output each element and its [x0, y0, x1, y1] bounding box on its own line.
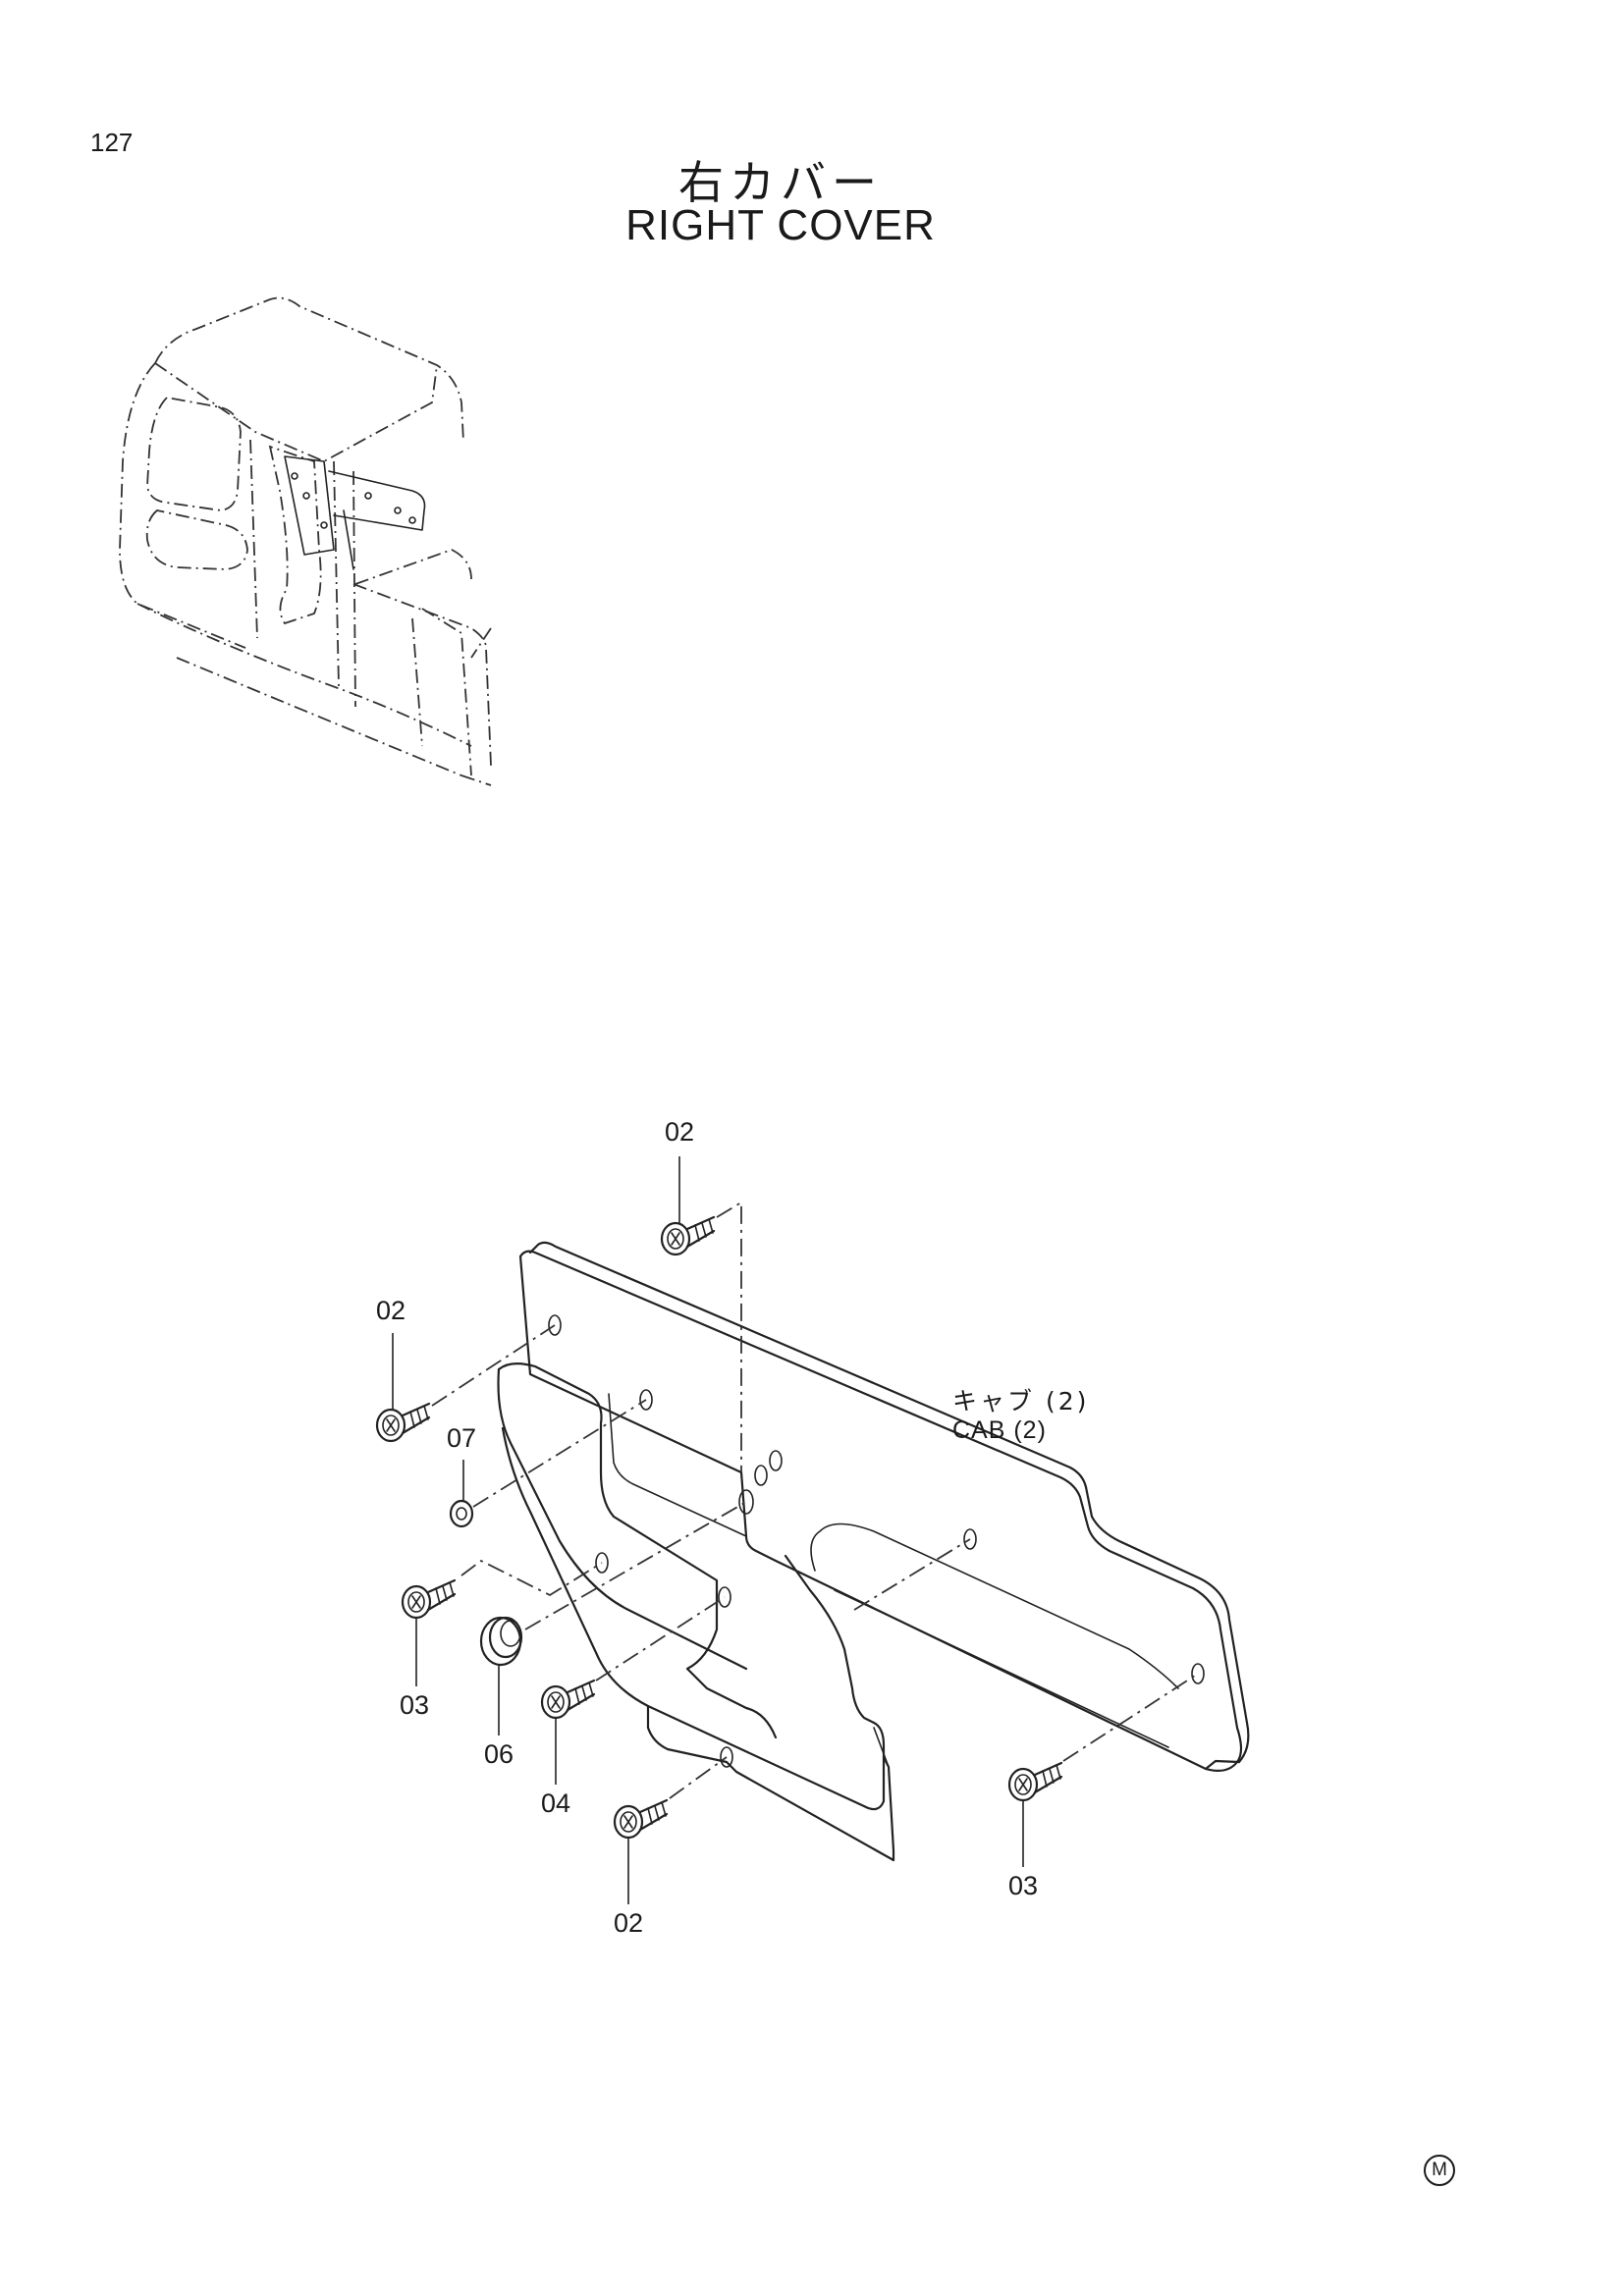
circled-m-mark: M	[1424, 2155, 1455, 2186]
callout-02-bottom: 02	[613, 1908, 644, 1938]
fastener-bolt-04	[540, 1679, 596, 1720]
fastener-bolt-02-bottom	[613, 1798, 669, 1840]
mate-label-japanese: キャブ (2)	[952, 1387, 1090, 1415]
callout-02-left: 02	[375, 1296, 406, 1325]
fastener-bolt-03-right	[1007, 1761, 1063, 1802]
fastener-nut-07	[449, 1499, 474, 1528]
title-english: RIGHT COVER	[625, 201, 936, 249]
fastener-bolt-03-left	[401, 1578, 457, 1620]
callout-02-top: 02	[664, 1117, 695, 1147]
page-number: 127	[90, 128, 134, 157]
callout-03-left: 03	[399, 1690, 430, 1720]
callout-03-right: 03	[1007, 1871, 1039, 1900]
title-japanese: 右カバー	[678, 156, 883, 209]
fastener-bolt-02-top	[660, 1215, 716, 1256]
callout-04: 04	[540, 1789, 571, 1818]
right-cover-panel	[497, 1241, 1250, 1862]
callout-07: 07	[446, 1423, 477, 1453]
fastener-bolt-02-left	[375, 1402, 431, 1443]
callout-leaders	[392, 1156, 1024, 1904]
callout-06: 06	[483, 1739, 514, 1769]
mate-label-english: CAB (2)	[952, 1416, 1047, 1444]
assembly-center-lines	[431, 1201, 1199, 1799]
fastener-grommet-06	[479, 1616, 523, 1667]
cab-overview-illustration	[119, 296, 492, 786]
